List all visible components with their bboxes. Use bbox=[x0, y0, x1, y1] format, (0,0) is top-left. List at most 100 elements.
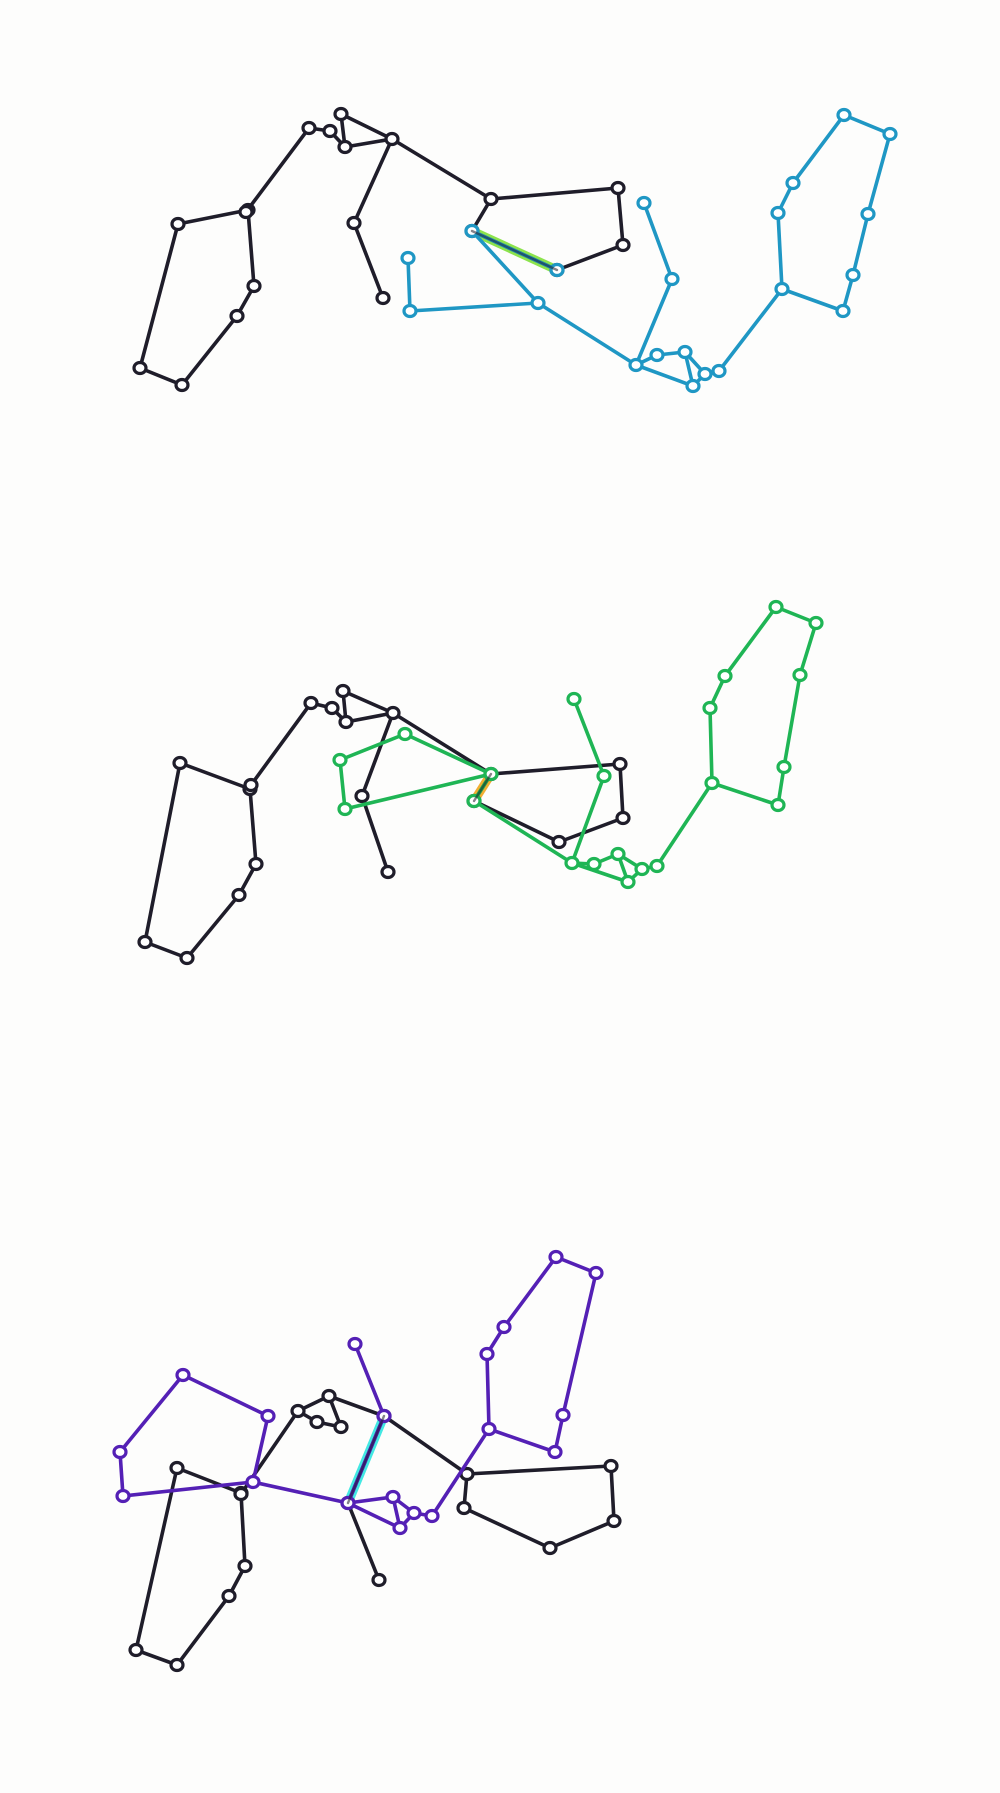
fragment-molecule bbox=[332, 599, 824, 890]
atom-node bbox=[137, 934, 153, 950]
atom-node bbox=[551, 834, 567, 850]
bond bbox=[470, 229, 540, 305]
bond bbox=[723, 605, 778, 678]
atom-node bbox=[588, 1265, 604, 1281]
bond bbox=[570, 861, 630, 884]
atom-node bbox=[303, 695, 319, 711]
atom-node bbox=[649, 347, 665, 363]
bond bbox=[178, 761, 252, 791]
bond bbox=[430, 1427, 491, 1518]
atom-node bbox=[542, 1540, 558, 1556]
bond bbox=[249, 701, 313, 787]
atom-node bbox=[547, 1444, 563, 1460]
bond bbox=[352, 221, 385, 300]
bond bbox=[244, 126, 311, 214]
atom-node bbox=[702, 700, 718, 716]
bond bbox=[472, 799, 574, 865]
bond bbox=[338, 732, 407, 762]
atom-node bbox=[704, 775, 720, 791]
fragment-molecule bbox=[112, 1249, 604, 1536]
bond bbox=[842, 113, 892, 136]
atom-node bbox=[586, 856, 602, 872]
atom-node bbox=[836, 107, 852, 123]
bond bbox=[251, 1414, 270, 1484]
atom-node bbox=[456, 1500, 472, 1516]
bond bbox=[360, 711, 395, 798]
bond bbox=[851, 212, 870, 277]
bond bbox=[536, 301, 638, 367]
atom-node bbox=[860, 206, 876, 222]
atom-node bbox=[835, 303, 851, 319]
atom-node bbox=[238, 204, 254, 220]
bond bbox=[138, 222, 180, 370]
bond bbox=[502, 1255, 558, 1329]
atom-node bbox=[770, 205, 786, 221]
bond bbox=[634, 277, 674, 367]
bond bbox=[181, 1373, 270, 1418]
bond bbox=[780, 287, 845, 313]
bond bbox=[776, 211, 784, 291]
bond bbox=[382, 1414, 469, 1476]
bond bbox=[346, 1501, 381, 1582]
bond bbox=[798, 621, 818, 677]
atom-node bbox=[333, 1419, 349, 1435]
atom-node bbox=[237, 1558, 253, 1574]
bond bbox=[176, 208, 250, 226]
atom-node bbox=[620, 874, 636, 890]
bond bbox=[710, 781, 780, 807]
bond bbox=[708, 706, 714, 785]
atom-node bbox=[612, 756, 628, 772]
atom-node bbox=[785, 175, 801, 191]
bond bbox=[390, 137, 493, 201]
bond bbox=[344, 711, 395, 724]
atom-node bbox=[301, 120, 317, 136]
atom-node bbox=[324, 700, 340, 716]
bond bbox=[143, 761, 182, 944]
atom-node bbox=[309, 1414, 325, 1430]
bond bbox=[642, 201, 674, 281]
atom-node bbox=[424, 1508, 440, 1524]
atom-node bbox=[792, 667, 808, 683]
atom-node bbox=[128, 1642, 144, 1658]
atom-node bbox=[260, 1408, 276, 1424]
atom-node bbox=[375, 290, 391, 306]
bond bbox=[251, 1480, 350, 1505]
atom-node bbox=[685, 378, 701, 394]
bond bbox=[343, 137, 394, 149]
atom-node bbox=[170, 216, 186, 232]
atom-node bbox=[221, 1588, 237, 1604]
atom-node bbox=[231, 887, 247, 903]
atom-node bbox=[384, 131, 400, 147]
atom-node bbox=[483, 191, 499, 207]
bond bbox=[561, 1271, 598, 1417]
highlighted-bond-core bbox=[470, 229, 559, 272]
atom-node bbox=[392, 1520, 408, 1536]
atom-node bbox=[479, 1346, 495, 1362]
atom-node bbox=[322, 123, 338, 139]
bond bbox=[360, 794, 390, 874]
atom-node bbox=[172, 755, 188, 771]
bond bbox=[175, 1466, 243, 1495]
atom-node bbox=[246, 278, 262, 294]
atom-node bbox=[179, 950, 195, 966]
atom-node bbox=[337, 801, 353, 817]
bond bbox=[485, 1352, 491, 1431]
atom-node bbox=[406, 1505, 422, 1521]
bond bbox=[555, 243, 625, 272]
atom-node bbox=[380, 864, 396, 880]
bond bbox=[118, 1450, 125, 1498]
atom-node bbox=[248, 856, 264, 872]
bond bbox=[616, 186, 625, 247]
bond bbox=[634, 363, 695, 388]
bond bbox=[118, 1373, 185, 1454]
atom-node bbox=[290, 1403, 306, 1419]
atom-node bbox=[628, 357, 644, 373]
atom-node bbox=[530, 295, 546, 311]
reference-molecule bbox=[128, 1388, 622, 1673]
bond bbox=[175, 1594, 231, 1667]
atom-node bbox=[555, 1407, 571, 1423]
highlighted-bond-core bbox=[346, 1414, 386, 1505]
atom-node bbox=[233, 1486, 249, 1502]
atom-node bbox=[385, 705, 401, 721]
